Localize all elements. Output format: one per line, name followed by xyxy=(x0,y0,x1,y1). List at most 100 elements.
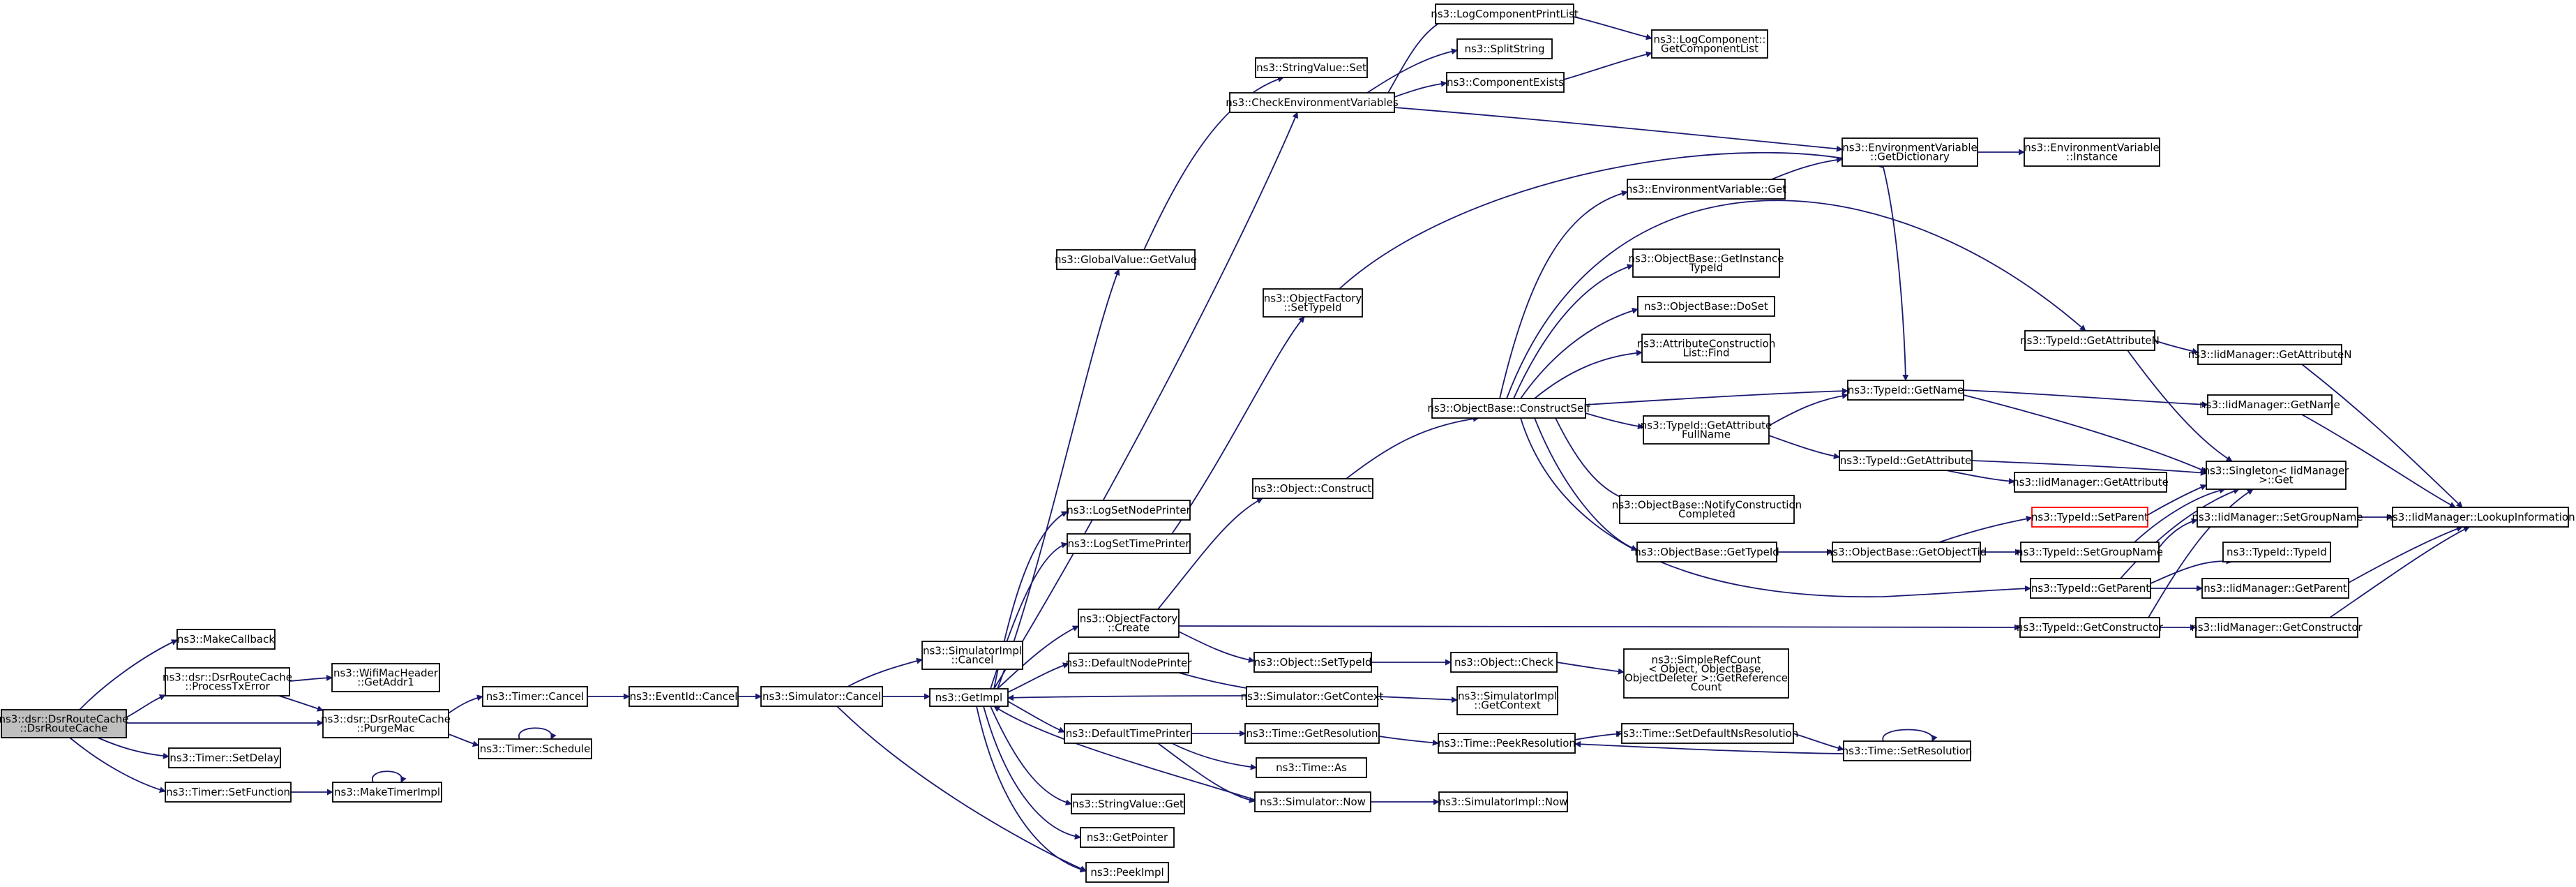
node-simGetCtx[interactable]: ns3::Simulator::GetContext xyxy=(1241,686,1384,707)
node-timePeekRes[interactable]: ns3::Time::PeekResolution xyxy=(1438,733,1576,754)
node-gvGetValue[interactable]: ns3::GlobalValue::GetValue xyxy=(1055,249,1197,270)
node-obDoSet[interactable]: ns3::ObjectBase::DoSet xyxy=(1637,296,1775,317)
node-checkEnv[interactable]: ns3::CheckEnvironmentVariables xyxy=(1226,92,1399,113)
node-setFunc[interactable]: ns3::Timer::SetFunction xyxy=(165,782,292,803)
node-label: ns3::Simulator::GetContext xyxy=(1241,690,1384,703)
node-singleton[interactable]: ns3::Singleton< IidManager>::Get xyxy=(2204,461,2350,490)
node-iidGetName[interactable]: ns3::IidManager::GetName xyxy=(2199,394,2340,415)
node-box xyxy=(1254,791,1371,812)
node-defNodePrinter[interactable]: ns3::DefaultNodePrinter xyxy=(1066,653,1193,673)
node-purge[interactable]: ns3::dsr::DsrRouteCache::PurgeMac xyxy=(321,709,451,738)
node-splitStr[interactable]: ns3::SplitString xyxy=(1456,38,1553,59)
node-label: ns3::IidManager::GetConstructor xyxy=(2191,621,2363,634)
node-iidGetAttrN[interactable]: ns3::IidManager::GetAttributeN xyxy=(2188,344,2352,365)
node-box xyxy=(1619,495,1795,524)
node-timeSetDefNs[interactable]: ns3::Time::SetDefaultNsResolution xyxy=(1617,723,1799,744)
node-iidSetGroup[interactable]: ns3::IidManager::SetGroupName xyxy=(2192,507,2363,528)
node-logGetList[interactable]: ns3::LogComponent::GetComponentList xyxy=(1651,29,1768,59)
node-box xyxy=(1431,398,1586,419)
node-simNow[interactable]: ns3::Simulator::Now xyxy=(1254,791,1371,812)
node-peekImpl[interactable]: ns3::PeekImpl xyxy=(1085,862,1169,883)
node-obGetTid[interactable]: ns3::ObjectBase::GetTypeId xyxy=(1634,542,1779,562)
node-label: ns3::MakeCallback xyxy=(177,633,275,646)
node-label: ns3::ObjectFactory xyxy=(1080,613,1178,625)
node-makeTimer[interactable]: ns3::MakeTimerImpl xyxy=(332,782,442,803)
node-simImplNow[interactable]: ns3::SimulatorImpl::Now xyxy=(1438,791,1568,812)
node-iidGetParent[interactable]: ns3::IidManager::GetParent xyxy=(2201,578,2349,599)
node-iidGetAttr[interactable]: ns3::IidManager::GetAttribute xyxy=(2012,472,2169,493)
node-tSched[interactable]: ns3::Timer::Schedule xyxy=(478,738,592,759)
node-root[interactable]: ns3::dsr::DsrRouteCache::DsrRouteCache xyxy=(0,709,129,738)
node-logNode[interactable]: ns3::LogSetNodePrinter xyxy=(1067,500,1191,521)
node-iidLookup[interactable]: ns3::IidManager::LookupInformation xyxy=(2386,507,2575,528)
node-strSet[interactable]: ns3::StringValue::Set xyxy=(1255,57,1368,78)
node-srcGetRef[interactable]: ns3::SimpleRefCount< Object, ObjectBase,… xyxy=(1623,648,1789,699)
node-strGet[interactable]: ns3::StringValue::Get xyxy=(1071,793,1185,814)
node-box xyxy=(1,709,127,738)
node-label: ns3::TypeId::GetConstructor xyxy=(2017,621,2164,634)
node-simImplGetCtx[interactable]: ns3::SimulatorImpl::GetContext xyxy=(1456,686,1558,715)
node-label: ::PurgeMac xyxy=(356,722,414,735)
edge-tidSetGroup-to-iidSetGroup xyxy=(2158,518,2198,549)
node-label: ::Cancel xyxy=(951,654,994,666)
node-defTimePrinter[interactable]: ns3::DefaultTimePrinter xyxy=(1064,723,1192,744)
node-envGetDict[interactable]: ns3::EnvironmentVariable::GetDictionary xyxy=(1841,137,1978,167)
node-objConstruct[interactable]: ns3::Object::Construct xyxy=(1252,478,1373,499)
node-makecb[interactable]: ns3::MakeCallback xyxy=(176,629,276,650)
node-label: ::ProcessTxError xyxy=(185,680,270,693)
node-box xyxy=(1438,733,1576,754)
node-simCancel[interactable]: ns3::Simulator::Cancel xyxy=(760,686,883,707)
node-iidGetCtor[interactable]: ns3::IidManager::GetConstructor xyxy=(2191,617,2363,638)
node-tidGetName[interactable]: ns3::TypeId::GetName xyxy=(1847,380,1964,401)
node-label: ns3::StringValue::Set xyxy=(1256,61,1366,74)
node-timeGetRes[interactable]: ns3::Time::GetResolution xyxy=(1244,723,1380,744)
node-obNotify[interactable]: ns3::ObjectBase::NotifyConstructionCompl… xyxy=(1612,495,1802,524)
node-tidGetAttr[interactable]: ns3::TypeId::GetAttribute xyxy=(1839,450,1973,471)
node-box xyxy=(332,782,442,803)
node-objCheck[interactable]: ns3::Object::Check xyxy=(1450,652,1558,673)
node-envInst[interactable]: ns3::EnvironmentVariable::Instance xyxy=(2024,137,2160,167)
node-label: ns3::TypeId::GetAttributeN xyxy=(2020,334,2160,347)
node-ofSetTid[interactable]: ns3::ObjectFactory::SetTypeId xyxy=(1263,288,1363,318)
edge-defTimePrinter-to-timeAs xyxy=(1171,743,1257,770)
node-wifiAddr[interactable]: ns3::WifiMacHeader::GetAddr1 xyxy=(331,663,440,692)
node-logTime[interactable]: ns3::LogSetTimePrinter xyxy=(1067,533,1191,554)
node-timeSetRes[interactable]: ns3::Time::SetResolution xyxy=(1842,740,1973,761)
node-tidSetParent[interactable]: ns3::TypeId::SetParent xyxy=(2031,507,2148,528)
node-simImplCancel[interactable]: ns3::SimulatorImpl::Cancel xyxy=(921,641,1023,670)
node-label: ns3::Simulator::Now xyxy=(1260,796,1366,808)
node-tCancel[interactable]: ns3::Timer::Cancel xyxy=(482,686,588,707)
node-obConstructSelf[interactable]: ns3::ObjectBase::ConstructSelf xyxy=(1427,398,1590,419)
node-envGet[interactable]: ns3::EnvironmentVariable::Get xyxy=(1626,179,1786,200)
node-evCancel[interactable]: ns3::EventId::Cancel xyxy=(628,686,739,707)
node-label: ObjectDeleter >::GetReference xyxy=(1625,672,1788,685)
node-box xyxy=(168,747,281,768)
node-tidSetGroup[interactable]: ns3::TypeId::SetGroupName xyxy=(2017,542,2163,562)
node-compExists[interactable]: ns3::ComponentExists xyxy=(1446,72,1565,93)
node-getImpl[interactable]: ns3::GetImpl xyxy=(929,688,1009,707)
node-objSetTid[interactable]: ns3::Object::SetTypeId xyxy=(1253,652,1372,673)
edge-getImpl-to-defNodePrinter xyxy=(1007,662,1069,693)
node-tidTypeId[interactable]: ns3::TypeId::TypeId xyxy=(2222,542,2331,562)
node-ofCreate[interactable]: ns3::ObjectFactory::Create xyxy=(1078,609,1180,638)
node-obGetObjTid[interactable]: ns3::ObjectBase::GetObjectTid xyxy=(1826,542,1987,562)
node-label: ns3::EventId::Cancel xyxy=(630,690,738,703)
edge-root-to-procTx xyxy=(126,694,166,718)
node-timeAs[interactable]: ns3::Time::As xyxy=(1256,757,1367,778)
node-label: ns3::StringValue::Get xyxy=(1072,798,1184,810)
edge-tidGetAttrN-to-singleton xyxy=(2127,350,2233,462)
node-getPointer[interactable]: ns3::GetPointer xyxy=(1080,827,1175,848)
node-logPrintList[interactable]: ns3::LogComponentPrintList xyxy=(1431,3,1579,24)
edge-purge-to-tCancel xyxy=(448,694,483,714)
edge-timeSetDefNs-to-timeSetRes xyxy=(1793,733,1844,752)
node-procTx[interactable]: ns3::dsr::DsrRouteCache::ProcessTxError xyxy=(163,667,292,696)
edge-ofCreate-to-objSetTid xyxy=(1178,631,1255,663)
node-tidGetCtor[interactable]: ns3::TypeId::GetConstructor xyxy=(2017,617,2164,638)
node-setDelay[interactable]: ns3::Timer::SetDelay xyxy=(168,747,281,768)
node-tidGetParent[interactable]: ns3::TypeId::GetParent xyxy=(2030,578,2151,599)
node-tidGetAttrN[interactable]: ns3::TypeId::GetAttributeN xyxy=(2020,330,2160,351)
